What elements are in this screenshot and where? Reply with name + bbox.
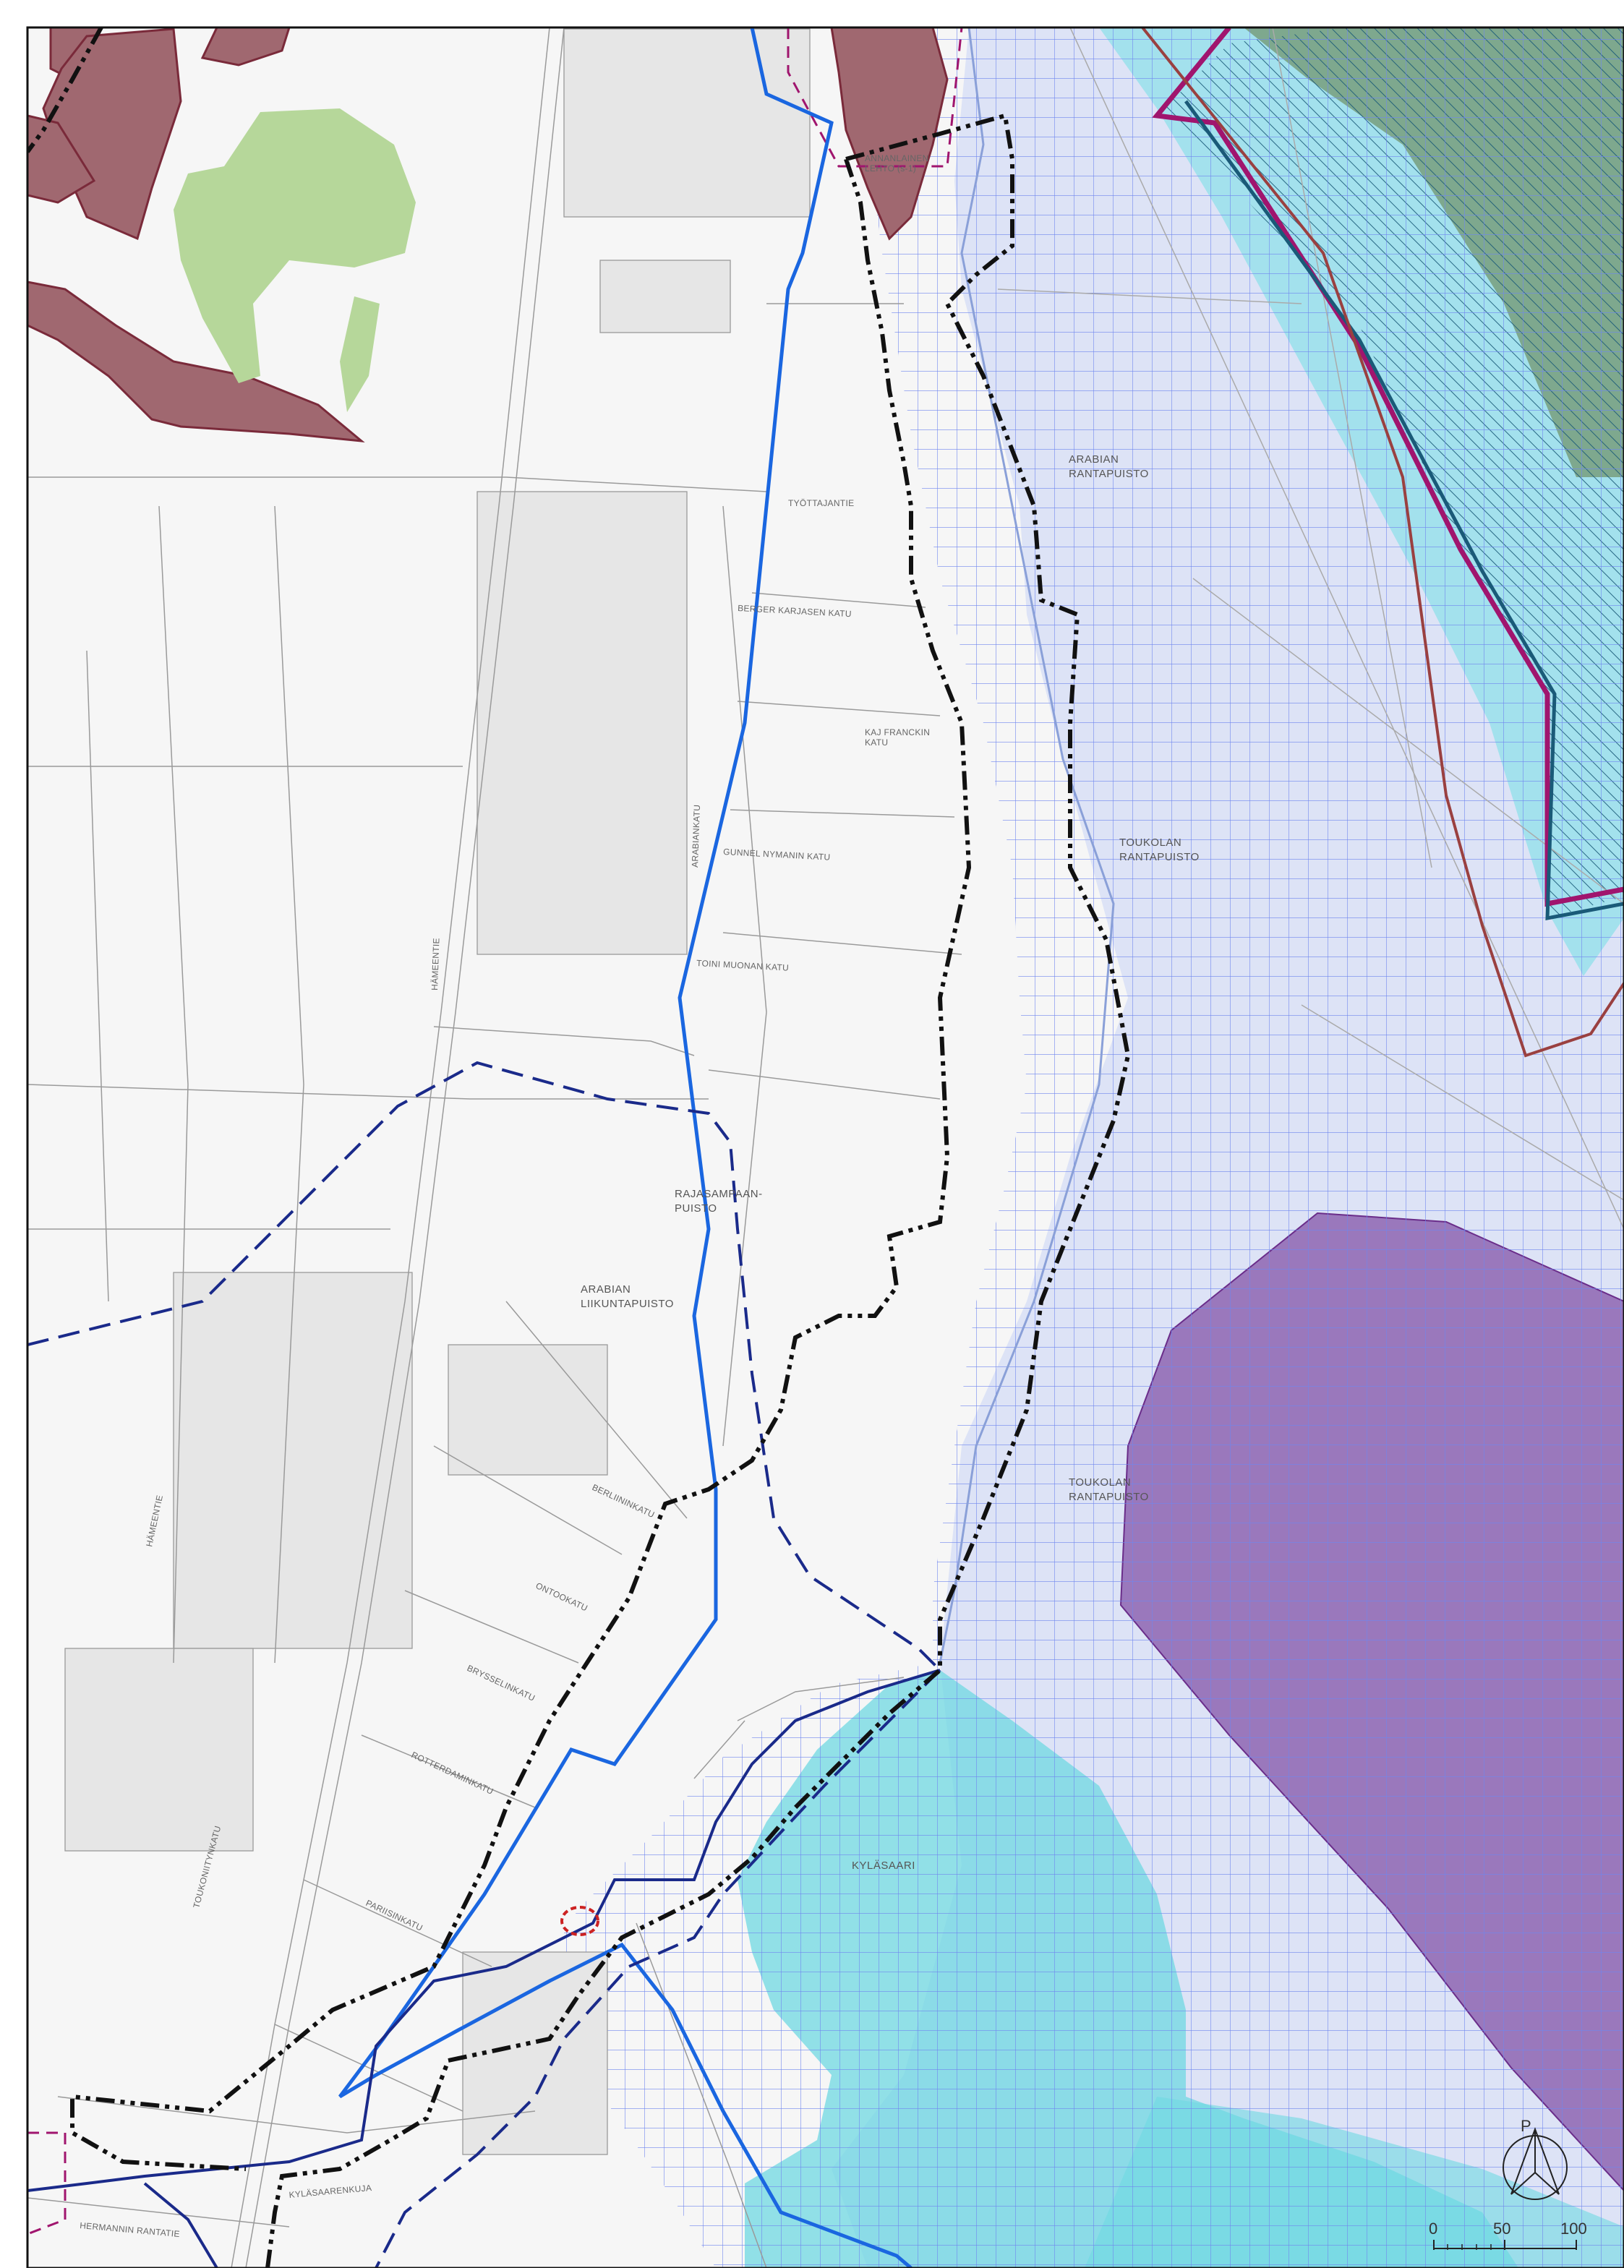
green-area-1 xyxy=(174,108,416,383)
survey-lines xyxy=(997,27,1624,1230)
scale-tick-0: 0 xyxy=(1429,2220,1437,2238)
scale-tick-50: 50 xyxy=(1493,2220,1510,2238)
urban-fabric xyxy=(64,28,811,2155)
street-label-kaj-franckin-1: KAJ FRANCKIN xyxy=(865,727,930,737)
teal-boundary xyxy=(1184,100,1624,921)
label-toukolan-rantapuisto-b2: RANTAPUISTO xyxy=(1069,1491,1149,1503)
label-toukolan-rantapuisto-b1: TOUKOLAN xyxy=(1069,1476,1131,1489)
red-marker-circle xyxy=(560,1906,599,1936)
label-arabian-rantapuisto-2: RANTAPUISTO xyxy=(1069,468,1149,480)
brown-boundary xyxy=(1141,27,1624,1058)
protected-area-nw-5 xyxy=(200,27,291,67)
north-arrow-label: P xyxy=(1521,2117,1531,2135)
street-label-annanlainen-2: LEHTO (s-1) xyxy=(865,163,916,174)
street-label-annanlainen-1: ANNANLAINEN xyxy=(865,153,929,163)
label-toukolan-rantapuisto-a1: TOUKOLAN xyxy=(1119,836,1181,849)
green-area-2 xyxy=(340,296,380,412)
street-label-hameentie-n: HÄMEENTIE xyxy=(429,938,442,990)
label-toukolan-rantapuisto-a2: RANTAPUISTO xyxy=(1119,851,1200,863)
plan-area-boundary xyxy=(70,113,1131,2268)
street-network xyxy=(27,27,962,2268)
label-rajasampaan-1: RAJASAMPAAN- xyxy=(675,1188,763,1200)
label-arabian-liikuntapuisto-1: ARABIAN xyxy=(581,1283,631,1296)
area-labels: ARABIAN RANTAPUISTO TOUKOLAN RANTAPUISTO… xyxy=(581,453,1200,1872)
label-arabian-liikuntapuisto-2: LIIKUNTAPUISTO xyxy=(581,1298,674,1310)
street-label-kaj-franckin-2: KATU xyxy=(865,737,888,748)
street-label-tyottajantie: TYÖTTAJANTIE xyxy=(788,498,854,508)
north-arrow: P xyxy=(1503,2117,1568,2200)
street-label-toini: TOINI MUONAN KATU xyxy=(696,958,790,973)
scale-bar: 0 50 100 xyxy=(1429,2220,1587,2250)
magenta-dashed-boundary xyxy=(787,27,963,168)
blue-boundary xyxy=(338,27,913,2268)
navy-line-sw xyxy=(143,2182,218,2268)
street-label-arabiankatu: ARABIANKATU xyxy=(690,805,702,868)
magenta-dashed-boundary-sw xyxy=(27,2131,67,2235)
label-kylasaari: KYLÄSAARI xyxy=(852,1860,915,1872)
scale-tick-100: 100 xyxy=(1560,2220,1587,2238)
protected-area-n xyxy=(830,27,949,241)
protected-area-nw-4 xyxy=(27,281,365,442)
navy-dashed-boundary xyxy=(27,1061,941,2268)
label-arabian-rantapuisto-1: ARABIAN xyxy=(1069,453,1119,466)
map-frame xyxy=(26,26,1624,2268)
shoreline xyxy=(939,27,1115,1664)
label-rajasampaan-2: PUISTO xyxy=(675,1202,717,1215)
protected-area-nw-3 xyxy=(27,114,96,204)
